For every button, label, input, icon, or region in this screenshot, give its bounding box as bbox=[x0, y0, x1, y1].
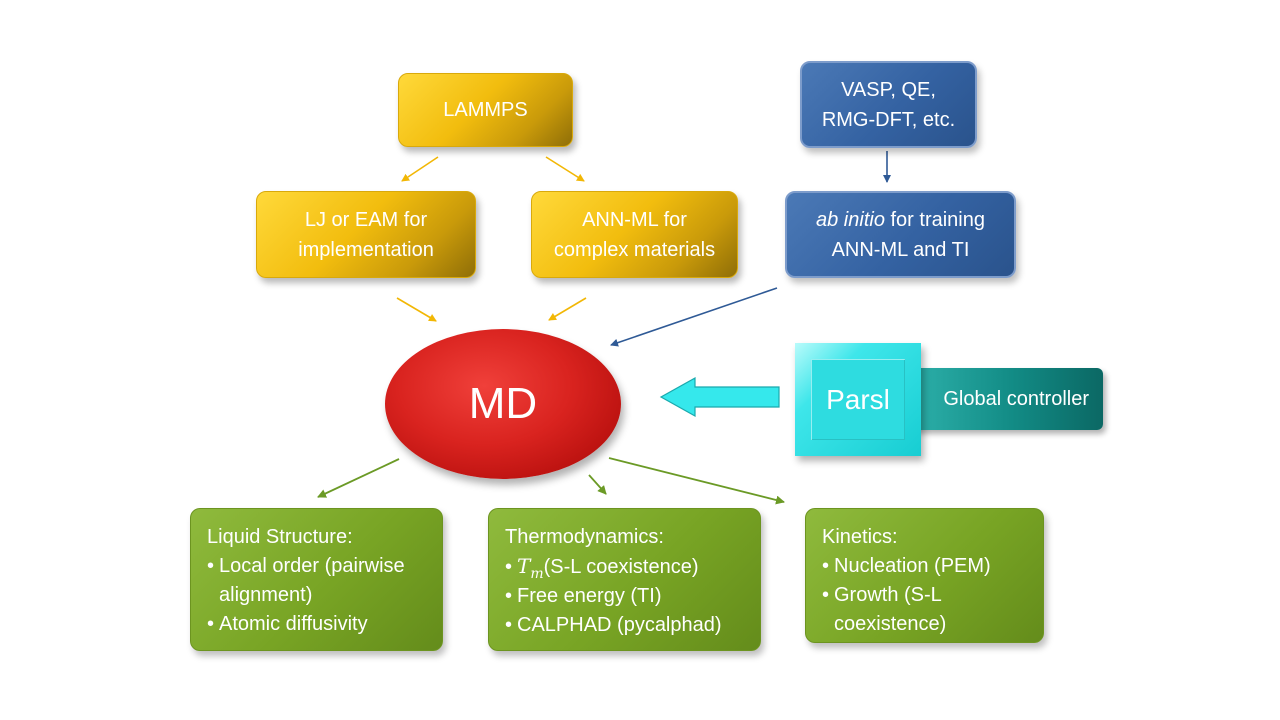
ann-ml-line-1: ANN-ML for bbox=[582, 208, 687, 231]
arrow-lammps-to-lj bbox=[401, 156, 439, 182]
dft-codes-box: VASP, QE, RMG-DFT, etc. bbox=[800, 61, 977, 148]
lj-eam-line-2: implementation bbox=[298, 238, 434, 261]
arrow-lammps-to-ann bbox=[545, 156, 585, 182]
md-node: MD bbox=[385, 329, 621, 479]
arrow-md-to-kinetics bbox=[608, 457, 785, 505]
tm-rest: (S-L coexistence) bbox=[543, 556, 699, 578]
ab-initio-italic: ab initio bbox=[816, 208, 885, 231]
kinetics-bullet-nucleation: Nucleation (PEM) bbox=[822, 552, 991, 581]
lj-eam-box: LJ or EAM for implementation bbox=[256, 191, 476, 278]
thermodynamics-box: Thermodynamics: Tm(S-L coexistence) Free… bbox=[488, 508, 761, 651]
arrow-abinitio-to-md bbox=[610, 287, 778, 347]
lammps-box: LAMMPS bbox=[398, 73, 573, 147]
liquid-bullet-local-order: Local order (pairwise alignment) bbox=[207, 552, 430, 610]
thermo-bullet-free-energy: Free energy (TI) bbox=[505, 582, 661, 611]
parsl-node: Parsl bbox=[811, 359, 905, 440]
ab-initio-box: ab initio for training ANN-ML and TI bbox=[785, 191, 1016, 278]
liquid-bullet-diffusivity: Atomic diffusivity bbox=[207, 610, 368, 639]
liquid-structure-title: Liquid Structure: bbox=[207, 526, 353, 548]
global-controller-label: Global controller bbox=[943, 387, 1089, 410]
ab-initio-line-2: ANN-ML and TI bbox=[831, 238, 970, 261]
dft-line-1: VASP, QE, bbox=[841, 78, 936, 101]
ann-ml-box: ANN-ML for complex materials bbox=[531, 191, 738, 278]
thermodynamics-title: Thermodynamics: bbox=[505, 526, 664, 548]
md-label: MD bbox=[468, 379, 538, 428]
kinetics-bullet-growth: Growth (S-L coexistence) bbox=[822, 581, 1031, 639]
ab-initio-rest: for training bbox=[884, 208, 985, 231]
lammps-label: LAMMPS bbox=[443, 99, 528, 121]
liquid-structure-box: Liquid Structure: Local order (pairwise … bbox=[190, 508, 443, 651]
thermo-bullet-tm: Tm(S-L coexistence) bbox=[505, 552, 699, 582]
lj-eam-line-1: LJ or EAM for bbox=[304, 208, 428, 231]
arrow-lj-to-md bbox=[396, 297, 437, 322]
tm-subscript: m bbox=[530, 566, 544, 582]
arrow-ann-to-md bbox=[548, 297, 587, 321]
arrow-parsl-to-md bbox=[659, 376, 780, 418]
ann-ml-line-2: complex materials bbox=[553, 238, 716, 261]
dft-line-2: RMG-DFT, etc. bbox=[821, 108, 956, 131]
arrow-md-to-liquid bbox=[317, 458, 400, 498]
ab-initio-line-1: ab initio for training bbox=[816, 205, 985, 235]
arrow-md-to-thermo bbox=[588, 474, 607, 495]
thermo-bullet-calphad: CALPHAD (pycalphad) bbox=[505, 611, 722, 640]
global-controller-bar: Global controller bbox=[904, 368, 1103, 430]
parsl-label: Parsl bbox=[826, 383, 890, 415]
kinetics-title: Kinetics: bbox=[822, 526, 898, 548]
kinetics-box: Kinetics: Nucleation (PEM) Growth (S-L c… bbox=[805, 508, 1044, 643]
tm-symbol: T bbox=[517, 554, 531, 578]
